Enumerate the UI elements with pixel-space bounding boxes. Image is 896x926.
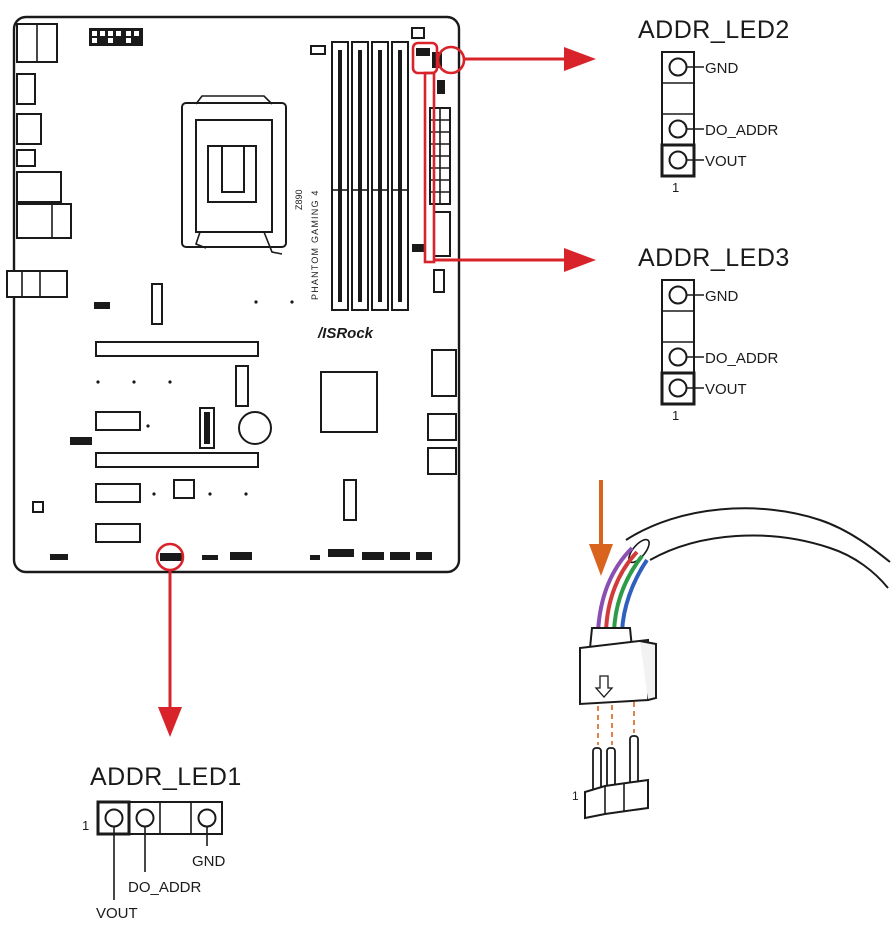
addr-led1-title: ADDR_LED1 — [90, 763, 242, 791]
cpu-power-connector — [89, 28, 143, 46]
pin-vout — [668, 150, 688, 170]
bottom-headers — [50, 549, 432, 561]
addr-led3-pinout: ADDR_LED3 GND DO_ADDR VOUT 1 — [638, 244, 790, 423]
led-cable-illustration: 1 — [572, 480, 891, 820]
pin-label-vout: VOUT — [705, 381, 747, 398]
pin1-marker: 1 — [672, 180, 679, 195]
wire-green — [612, 554, 644, 633]
addr-led1-pinout: ADDR_LED1 1 GND DO_ADDR VOUT — [82, 763, 242, 922]
motherboard: Z890 PHANTOM GAMING 4 — [6, 15, 461, 574]
pcie-slot-1 — [95, 341, 259, 357]
fan-header — [310, 45, 326, 55]
wire-purple — [596, 546, 634, 633]
callout-led3 — [423, 71, 596, 272]
addr-led3-header-location — [412, 244, 424, 252]
callout-led2 — [411, 41, 596, 75]
addr-led3-title: ADDR_LED3 — [638, 244, 790, 272]
callout-arrow-led2 — [564, 47, 596, 71]
cable-connector — [579, 638, 649, 706]
board-model-line1: Z890 — [294, 189, 304, 210]
addr-led2-title: ADDR_LED2 — [638, 16, 790, 44]
insertion-arrow-icon — [589, 544, 613, 576]
pin-vout — [668, 378, 688, 398]
wire-blue — [620, 558, 649, 633]
pin-label-do-addr: DO_ADDR — [705, 350, 779, 367]
callout-led1 — [155, 542, 185, 737]
pin-gnd — [197, 808, 217, 828]
pin-vout — [104, 808, 124, 828]
pin1-marker: 1 — [82, 818, 89, 833]
pin-gnd — [668, 285, 688, 305]
pin-label-vout: VOUT — [705, 153, 747, 170]
pin1-marker: 1 — [672, 408, 679, 423]
pcie-slot-2 — [95, 452, 259, 468]
pin-label-vout: VOUT — [96, 905, 138, 922]
callout-arrow-led3 — [564, 248, 596, 272]
addr-led2-pinout: ADDR_LED2 GND DO_ADDR VOUT 1 — [638, 16, 790, 195]
dimm-slots — [331, 41, 409, 311]
pin1-marker: 1 — [572, 789, 579, 803]
board-brand-logo: /ISRock — [317, 325, 374, 342]
pin-label-gnd: GND — [705, 60, 739, 77]
callout-arrow-led1 — [158, 707, 182, 737]
wire-red — [604, 550, 639, 633]
cpu-socket — [181, 95, 287, 255]
pin-gnd — [668, 57, 688, 77]
board-model-line2: PHANTOM GAMING 4 — [310, 189, 320, 300]
pin-label-gnd: GND — [192, 853, 226, 870]
pin-do-addr — [135, 808, 155, 828]
cmos-battery — [238, 411, 272, 445]
chipset-heatsink — [320, 371, 378, 433]
pin-do-addr — [668, 347, 688, 367]
pin-label-do-addr: DO_ADDR — [128, 879, 202, 896]
pin-do-addr — [668, 119, 688, 139]
rear-io-ports — [6, 23, 72, 298]
usb-header — [433, 211, 451, 257]
pin-label-gnd: GND — [705, 288, 739, 305]
pin-label-do-addr: DO_ADDR — [705, 122, 779, 139]
header-pins — [584, 735, 649, 820]
